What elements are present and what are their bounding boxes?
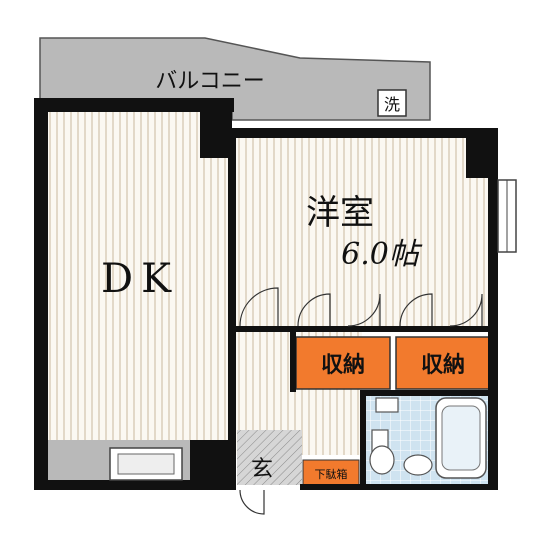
washer-box — [377, 89, 407, 117]
sink-counter — [375, 397, 399, 413]
wash-basin — [403, 454, 433, 476]
western-room-size: 6.0帖 — [341, 237, 423, 272]
entrance-floor — [237, 430, 302, 485]
walls — [34, 98, 498, 490]
balcony-label: バルコニー — [155, 69, 265, 94]
entrance-label: 玄 — [251, 457, 273, 482]
door-swings — [239, 287, 483, 515]
dk-label: DK — [101, 256, 179, 302]
shoe-storage-label: 下駄箱 — [315, 467, 348, 481]
toilet-bowl — [369, 445, 395, 475]
washer-label: 洗 — [384, 95, 400, 114]
western-room-label: 洋室 — [306, 193, 374, 233]
closet-2-label: 収納 — [421, 352, 465, 378]
closet-1-label: 収納 — [321, 352, 365, 378]
closet-1 — [295, 336, 391, 390]
dk-floor — [40, 100, 230, 440]
closet-2 — [395, 336, 491, 390]
bathtub-inner — [441, 405, 481, 471]
